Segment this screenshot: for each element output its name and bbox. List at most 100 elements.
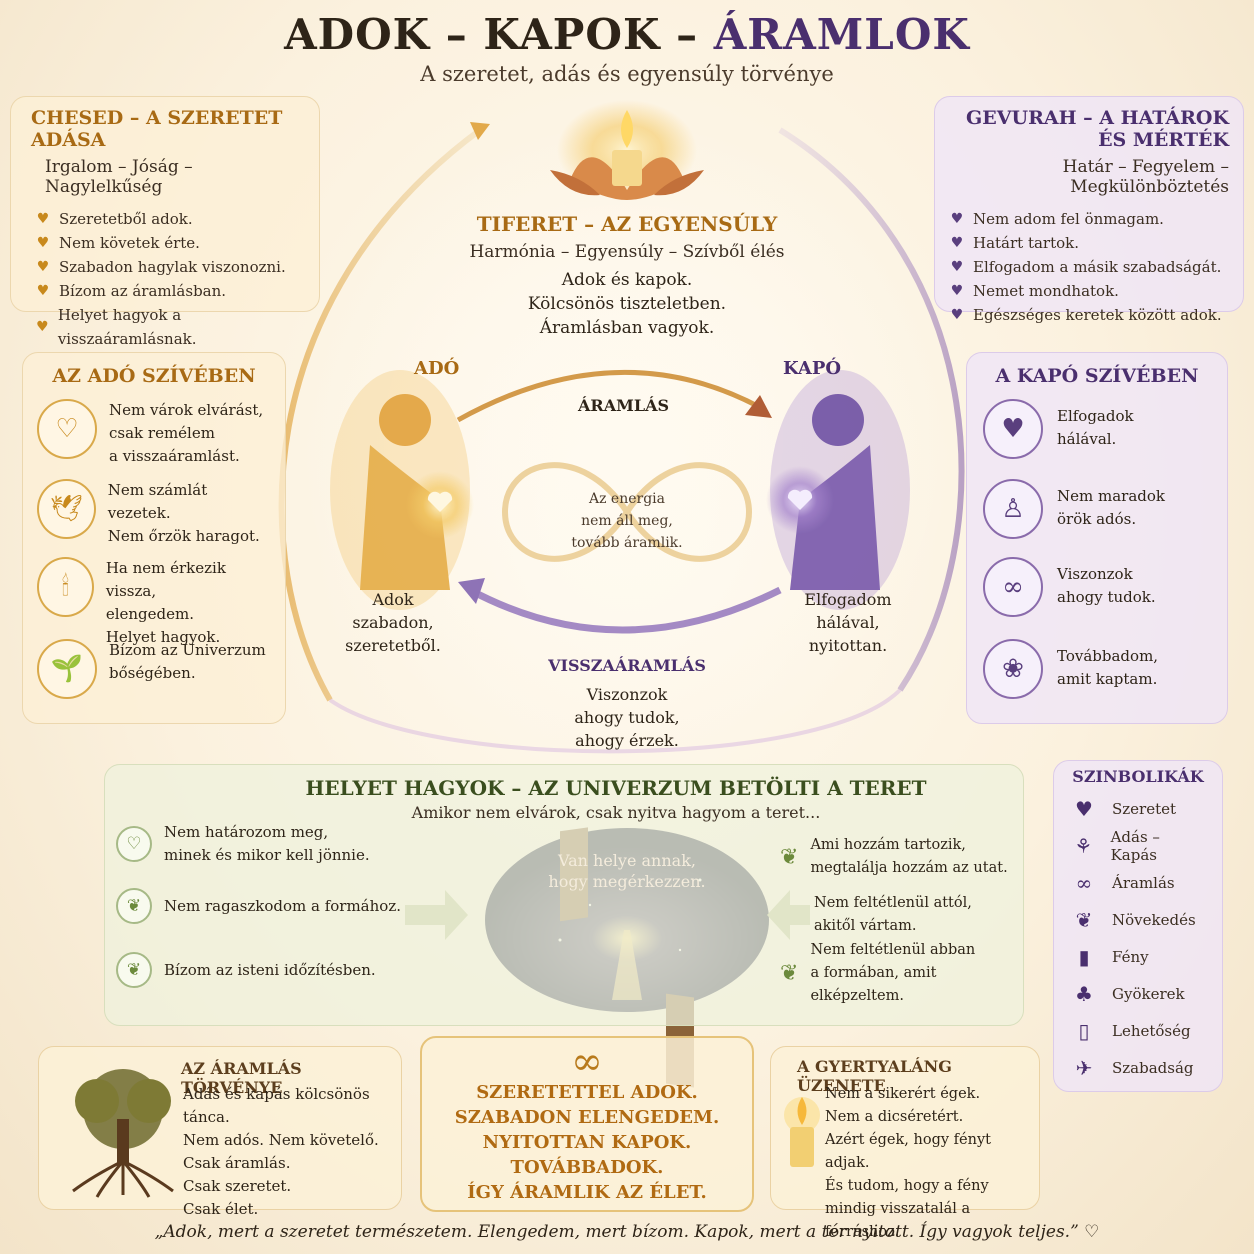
list-item: ♥Egészséges keretek között adok. (949, 303, 1229, 327)
list-item: ✈Szabadság (1070, 1049, 1206, 1086)
heart-icon: ♥ (36, 319, 49, 335)
law-panel: AZ ÁRAMLÁS TÖRVÉNYE Adás és kapás kölcsö… (38, 1046, 402, 1218)
infinity-icon: ∞ (571, 1039, 603, 1083)
receiver-label: KAPÓ (783, 358, 842, 379)
sprout-icon: ❦ (780, 844, 799, 870)
list-item: ▯Lehetőség (1070, 1012, 1206, 1049)
list-item: ♥Nem követek érte. (35, 231, 305, 255)
chesed-list: ♥Szeretetből adok. ♥Nem követek érte. ♥S… (35, 207, 305, 351)
list-item: ♥Szeretet (1070, 790, 1206, 827)
chesed-heading: CHESED – A SZERETET ADÁSA (31, 107, 283, 151)
tiferet-line: Áramlásban vagyok. (539, 318, 715, 338)
candle-heading: A GYERTYALÁNG ÜZENETE (797, 1057, 952, 1095)
portal-caption: Van helye annak, hogy megérkezzen. (548, 851, 706, 891)
dove-icon: ✈ (1075, 1055, 1093, 1080)
heart-icon: ♥ (950, 259, 964, 275)
heart-icon: ♥ (983, 399, 1043, 459)
door-icon: ▯ (1078, 1018, 1090, 1043)
symbols-heading: SZINBOLIKÁK (1072, 767, 1204, 786)
leaf-icon: ❦ (1075, 907, 1093, 932)
bird-hand-icon: 🕊 (37, 479, 96, 539)
receiver-text: Elfogadom hálával, nyitottan. (804, 590, 892, 655)
list-item: ❦ Nem ragaszkodom a formához. (116, 868, 416, 944)
receiver-figure (766, 370, 910, 610)
giver-text: Adok szabadon, szeretetből. (345, 590, 441, 655)
tiferet-block: TIFERET – AZ EGYENSÚLY Harmónia – Egyens… (427, 212, 827, 340)
heart-icon: ♥ (950, 211, 964, 227)
space-heading: HELYET HAGYOK – AZ UNIVERZUM BETÖLTI A T… (305, 776, 927, 800)
list-item: 🕊 Nem számlát vezetek.Nem őrzök haragot. (37, 479, 271, 557)
infinity-icon: ∞ (1075, 870, 1093, 895)
gevurah-subheading: Határ – Fegyelem – Megkülönböztetés (1062, 157, 1229, 197)
sprout-icon: ❦ (116, 888, 152, 924)
list-item: ♥Határt tartok. (949, 231, 1229, 255)
space-left-list: ♡ Nem határozom meg,minek és mikor kell … (116, 820, 416, 996)
chesed-panel: CHESED – A SZERETET ADÁSA Irgalom – Jósá… (10, 96, 320, 348)
infinity-icon: ∞ (983, 557, 1043, 617)
candle-text: Nem a sikerért égek. Nem a dicséretért. … (825, 1086, 991, 1240)
hands-icon: ⚘ (1074, 833, 1093, 858)
candle-panel: A GYERTYALÁNG ÜZENETE Nem a sikerért ége… (770, 1046, 1040, 1240)
giver-heart-panel: AZ ADÓ SZÍVÉBEN ♡ Nem várok elvárást,csa… (22, 352, 286, 724)
list-item: ♥Elfogadom a másik szabadságát. (949, 255, 1229, 279)
return-flow-text: Viszonzok ahogy tudok, ahogy érzek. (574, 685, 680, 750)
space-right-list: ❦ Ami hozzám tartozik,megtalálja hozzám … (780, 832, 1020, 1004)
list-item: Nem feltétlenül attól,akitől vártam. (814, 895, 972, 934)
heart-icon: ♡ (116, 826, 152, 862)
flow-label: ÁRAMLÁS (578, 396, 670, 415)
list-item: ♥Bízom az áramlásban. (35, 279, 305, 303)
list-item: ❦Növekedés (1070, 901, 1206, 938)
candle-icon: ▮ (1078, 944, 1090, 969)
list-item: ♥Helyet hagyok a visszaáramlásnak. (36, 306, 197, 348)
gevurah-panel: GEVURAH – A HATÁROK ÉS MÉRTÉK Határ – Fe… (934, 96, 1244, 324)
infinity-text: Az energia nem áll meg, tovább áramlik. (571, 491, 683, 551)
list-item: ❀ Továbbadom,amit kaptam. (983, 639, 1211, 709)
tree-icon: ♣ (1075, 981, 1093, 1006)
page-subtitle: A szeretet, adás és egyensúly törvénye (420, 62, 834, 86)
law-text: Adás és kapás kölcsönös tánca. Nem adós.… (183, 1085, 379, 1218)
heart-icon: ♥ (950, 307, 964, 323)
heart-icon: ♥ (36, 235, 50, 251)
candle-icon (784, 1097, 820, 1167)
lotus-candle-icon (550, 100, 704, 200)
list-item: ♥Nem adom fel önmagam. (949, 207, 1229, 231)
list-item: ♥Nemet mondhatok. (949, 279, 1229, 303)
chesed-subheading: Irgalom – Jóság – Nagylelkűség (45, 157, 193, 197)
tiferet-subheading: Harmónia – Egyensúly – Szívből élés (469, 242, 785, 262)
closing-quote: „Adok, mert a szeretet természetem. Elen… (154, 1222, 1100, 1242)
tree-icon (72, 1069, 174, 1198)
list-item: ❦ Bízom az isteni időzítésben. (116, 944, 416, 996)
giver-heart-heading: AZ ADÓ SZÍVÉBEN (52, 365, 256, 387)
lotus-icon: ❀ (983, 639, 1043, 699)
sprout-icon: ❦ (116, 952, 152, 988)
sprout-icon: ❦ (780, 960, 799, 986)
page-title: ADOK – KAPOK – ÁRAMLOK (284, 10, 970, 59)
list-item: 🕯 Ha nem érkezik vissza,elengedem.Helyet… (37, 557, 271, 646)
heart-icon: ♡ (37, 399, 97, 459)
sprout-icon: 🌱 (37, 639, 97, 699)
candle-icon: 🕯 (37, 557, 94, 617)
mantra-panel: ∞ SZERETETTEL ADOK. SZABADON ELENGEDEM. … (420, 1036, 754, 1212)
heart-icon: ♥ (1075, 796, 1093, 821)
space-panel (104, 764, 1024, 1026)
law-heading: AZ ÁRAMLÁS TÖRVÉNYE (181, 1059, 302, 1097)
list-item: ♣Gyökerek (1070, 975, 1206, 1012)
tiferet-heading: TIFERET – AZ EGYENSÚLY (476, 212, 778, 236)
heart-icon: ♥ (36, 283, 50, 299)
list-item: ∞Áramlás (1070, 864, 1206, 901)
return-flow-label: VISSZAÁRAMLÁS (548, 656, 706, 675)
giver-label: ADÓ (414, 358, 460, 379)
list-item: ♡ Nem határozom meg,minek és mikor kell … (116, 820, 416, 868)
heart-icon: ♥ (36, 259, 50, 275)
mantra-text: SZERETETTEL ADOK. SZABADON ELENGEDEM. NY… (454, 1082, 720, 1203)
symbols-panel: SZINBOLIKÁK ♥Szeretet ⚘Adás – Kapás ∞Ára… (1053, 760, 1223, 1092)
heart-icon: ♥ (36, 211, 50, 227)
space-subheading: Amikor nem elvárok, csak nyitva hagyom a… (411, 803, 821, 822)
list-item: ⚘Adás – Kapás (1070, 827, 1206, 864)
